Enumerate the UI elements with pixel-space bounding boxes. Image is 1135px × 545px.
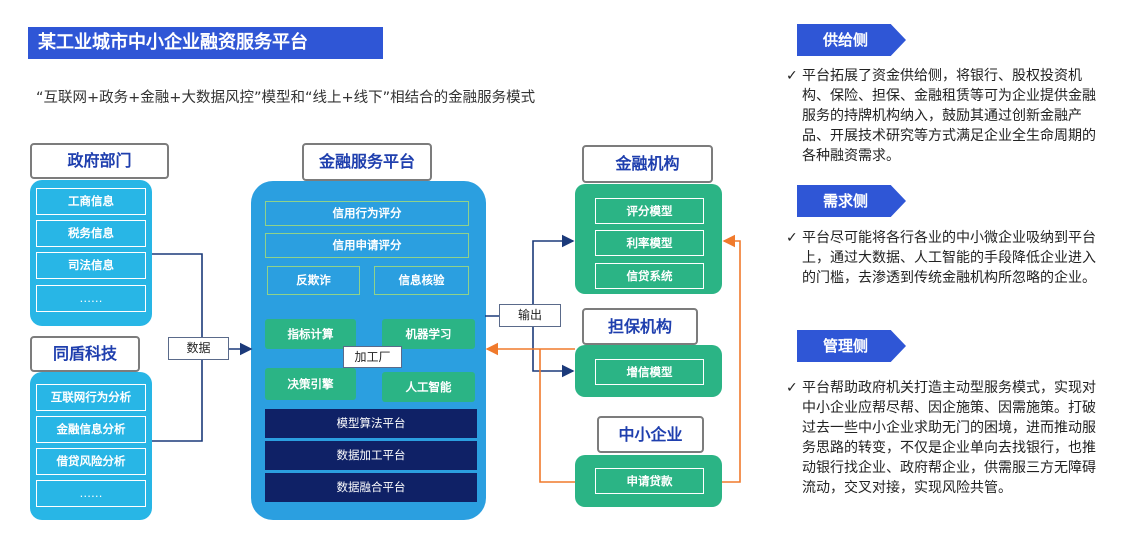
supply-side-text: ✓ 平台拓展了资金供给侧，将银行、股权投资机构、保险、担保、金融租赁等可为企业提… xyxy=(786,66,1102,166)
page-subtitle: “互联网+政务+金融+大数据风控”模型和“线上+线下”相结合的金融服务模式 xyxy=(36,90,536,106)
tongdun-header: 同盾科技 xyxy=(30,336,140,372)
management-side-tag: 管理侧 xyxy=(797,330,906,362)
output-to-guarantee-arrow xyxy=(532,316,575,378)
sme-to-finance-arrow xyxy=(722,234,741,483)
tongdun-panel xyxy=(30,372,152,520)
tongdun-item-loan-risk: 借贷风险分析 xyxy=(36,448,146,475)
credit-behavior-score: 信用行为评分 xyxy=(265,201,469,226)
machine-learning: 机器学习 xyxy=(382,319,475,349)
finance-item-rate-model: 利率模型 xyxy=(595,230,704,256)
anti-fraud: 反欺诈 xyxy=(267,266,360,295)
demand-side-text: ✓ 平台尽可能将各行各业的中小微企业吸纳到平台上，通过大数据、人工智能的手段降低… xyxy=(786,228,1102,288)
page-title: 某工业城市中小企业融资服务平台 xyxy=(28,27,383,59)
check-icon: ✓ xyxy=(786,68,798,84)
artificial-intelligence: 人工智能 xyxy=(382,372,475,402)
finance-panel xyxy=(575,184,722,294)
management-side-text: ✓ 平台帮助政府机关打造主动型服务模式，实现对中小企业应帮尽帮、因企施策、因需施… xyxy=(786,378,1102,498)
finance-item-credit-system: 信贷系统 xyxy=(595,263,704,289)
gov-item-judicial: 司法信息 xyxy=(36,252,146,279)
decision-engine: 决策引擎 xyxy=(265,368,356,400)
management-side-desc: 平台帮助政府机关打造主动型服务模式，实现对中小企业应帮尽帮、因企施策、因需施策。… xyxy=(802,380,1096,496)
guarantee-header: 担保机构 xyxy=(582,308,698,345)
demand-side-desc: 平台尽可能将各行各业的中小微企业吸纳到平台上，通过大数据、人工智能的手段降低企业… xyxy=(802,230,1096,286)
government-header: 政府部门 xyxy=(30,143,169,179)
data-fusion-platform: 数据融合平台 xyxy=(265,473,477,502)
gov-item-business: 工商信息 xyxy=(36,188,146,215)
data-processing-platform: 数据加工平台 xyxy=(265,441,477,470)
check-icon: ✓ xyxy=(786,380,798,396)
tongdun-item-internet: 互联网行为分析 xyxy=(36,384,146,411)
info-verify: 信息核验 xyxy=(374,266,469,295)
tongdun-item-more: …… xyxy=(36,480,146,507)
sme-item-apply-loan: 申请贷款 xyxy=(595,468,704,494)
finance-header: 金融机构 xyxy=(582,145,713,183)
output-label: 输出 xyxy=(499,304,561,327)
guarantee-panel xyxy=(575,345,722,397)
factory-label: 加工厂 xyxy=(343,346,402,368)
supply-side-desc: 平台拓展了资金供给侧，将银行、股权投资机构、保险、担保、金融租赁等可为企业提供金… xyxy=(802,68,1096,164)
data-label: 数据 xyxy=(168,337,229,360)
gov-item-more: …… xyxy=(36,285,146,312)
sme-panel xyxy=(575,455,722,507)
demand-side-tag: 需求侧 xyxy=(797,185,906,217)
finance-item-score-model: 评分模型 xyxy=(595,198,704,224)
supply-side-tag: 供给侧 xyxy=(797,24,906,56)
indicator-calc: 指标计算 xyxy=(265,319,356,349)
platform-header: 金融服务平台 xyxy=(302,143,432,181)
government-panel xyxy=(30,180,152,326)
credit-application-score: 信用申请评分 xyxy=(265,233,469,258)
check-icon: ✓ xyxy=(786,230,798,246)
tongdun-item-finance: 金融信息分析 xyxy=(36,416,146,443)
model-algorithm-platform: 模型算法平台 xyxy=(265,409,477,438)
guarantee-item-credit-enhance: 增信模型 xyxy=(595,359,704,385)
gov-to-platform-line xyxy=(152,253,203,349)
tongdun-to-platform-line xyxy=(152,349,203,442)
sme-to-platform-line xyxy=(539,349,575,483)
sme-header: 中小企业 xyxy=(597,416,704,453)
gov-item-tax: 税务信息 xyxy=(36,220,146,247)
